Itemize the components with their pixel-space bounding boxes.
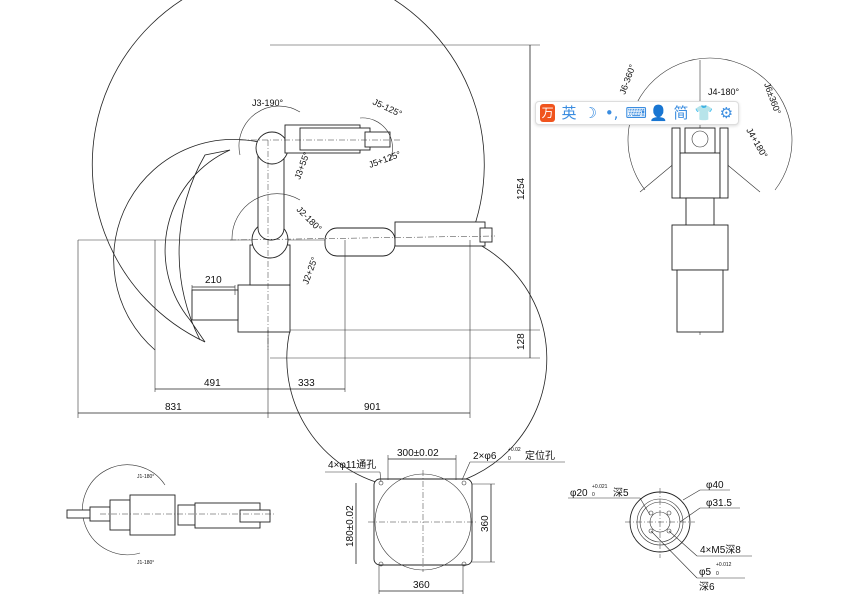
dim-height: 1254 <box>516 177 527 200</box>
label-j6-plus: J6±360° <box>762 81 783 116</box>
dim-base: 128 <box>516 333 527 350</box>
leader-line <box>379 471 382 483</box>
label-j3-minus: J3-190° <box>252 98 284 108</box>
mount-hole <box>461 480 467 486</box>
label-j3-plus: J3+55° <box>292 150 311 180</box>
centerline <box>229 235 496 241</box>
label-pin-depth: 深6 <box>699 581 715 593</box>
thread-hole <box>666 528 672 534</box>
label-j2-plus: J2+25° <box>300 255 319 285</box>
forearm-side <box>671 127 681 199</box>
label-pin-tol: +0.02 <box>508 447 521 453</box>
label-j4-plus: J4+180° <box>744 126 770 160</box>
forearm <box>679 152 721 199</box>
user-icon[interactable]: 👤 <box>649 104 668 122</box>
label-pin-suffix: 定位孔 <box>525 449 555 462</box>
forearm-alt-pose <box>324 227 396 257</box>
label-height: 360 <box>480 515 491 532</box>
label-pin-holes: 2×φ6 <box>473 451 497 462</box>
dim-total-back: 831 <box>165 402 182 413</box>
robot-base <box>129 494 176 536</box>
wrist-flange <box>684 127 716 154</box>
label-threads: 4×M5深8 <box>700 544 741 556</box>
j2-arc <box>231 193 301 241</box>
leader-line <box>679 507 701 523</box>
mount-hole <box>461 561 467 567</box>
robot-base <box>676 269 724 333</box>
gear-icon[interactable]: ⚙ <box>719 104 734 122</box>
leader-line <box>639 497 651 516</box>
shoulder <box>671 224 729 271</box>
label-through-holes: 4×φ11通孔 <box>328 459 376 471</box>
label-bore-tol: +0.021 <box>592 484 608 490</box>
label-j1-minus: J1-180° <box>137 474 154 480</box>
robot-base <box>237 284 291 333</box>
base-rear <box>109 499 131 531</box>
j2-range-arc <box>113 138 271 351</box>
label-j4-minus: J4-180° <box>708 87 740 97</box>
label-j6-minus: J6-360° <box>617 63 637 96</box>
leader-line <box>668 530 698 557</box>
cable <box>66 509 93 519</box>
dim-reach-back: 491 <box>204 378 221 389</box>
ime-language-toggle[interactable]: 英 <box>561 104 577 122</box>
thread-hole <box>666 510 672 516</box>
thread-hole <box>648 528 654 534</box>
ime-simplified-toggle[interactable]: 简 <box>673 104 689 122</box>
label-bore: φ20 <box>570 488 588 499</box>
label-width: 360 <box>413 580 430 591</box>
dim-offset: 210 <box>205 275 222 286</box>
label-pin-tol-low: 0 <box>508 456 511 462</box>
front-view: J6±360° J4-180° J4+180° J6-360° <box>617 57 793 335</box>
ime-logo-icon[interactable]: 万 <box>540 104 556 122</box>
label-outer-diameter: φ40 <box>706 480 724 491</box>
forearm-side <box>719 127 729 199</box>
label-pin-tol: +0.012 <box>716 562 732 568</box>
ime-toolbar: 万 英 ☽ •, ⌨ 👤 简 👕 ⚙ <box>535 101 739 125</box>
forearm-tube-alt-pose <box>394 221 486 247</box>
keyboard-icon[interactable]: ⌨ <box>625 104 647 122</box>
label-j5-plus: J5+125° <box>367 149 402 170</box>
top-view: J1-180° J1-180° <box>66 464 275 566</box>
moon-icon[interactable]: ☽ <box>583 104 598 122</box>
label-j2-minus: J2-180° <box>295 204 324 233</box>
j3-range-arc <box>286 239 548 489</box>
workspace-inner-arc <box>164 149 231 343</box>
label-bore-depth: 深5 <box>613 487 629 499</box>
j3-arc <box>238 105 301 156</box>
j5-arc <box>359 117 393 161</box>
side-view: 1254 128 J3-190° J5-125° J5+125° J3+55° … <box>77 0 548 489</box>
j1-arc <box>82 464 166 556</box>
cable-connector <box>191 289 239 321</box>
dim-total-front: 901 <box>364 402 381 413</box>
leader-line <box>461 461 471 481</box>
label-j5-minus: J5-125° <box>371 97 404 119</box>
flange-circle <box>691 130 709 148</box>
base-mounting-view: 4×φ11通孔 300±0.02 2×φ6 +0.02 0 定位孔 180±0.… <box>325 447 565 594</box>
forearm-tube <box>299 127 371 151</box>
leader-line <box>650 530 698 579</box>
label-bore-tol-low: 0 <box>592 492 595 498</box>
dim-reach-front: 333 <box>298 378 315 389</box>
j3-joint <box>255 131 289 165</box>
wrist <box>364 131 391 148</box>
flange-view: φ20 +0.021 0 深5 φ40 φ31.5 4×M5深8 φ5 +0.0… <box>568 480 752 593</box>
label-pin-tol-low: 0 <box>716 571 719 577</box>
mount-hole <box>378 561 384 567</box>
label-depth-tolerance: 180±0.02 <box>345 505 356 547</box>
label-j1-plus: J1-180° <box>137 560 154 566</box>
skin-icon[interactable]: 👕 <box>694 104 714 122</box>
label-width-tolerance: 300±0.02 <box>397 448 439 459</box>
j6-arc <box>627 57 793 191</box>
leader-line <box>682 489 701 501</box>
label-pin: φ5 <box>699 567 711 578</box>
wrist-alt-pose <box>479 227 493 243</box>
punctuation-icon[interactable]: •, <box>604 104 619 122</box>
label-pcd: φ31.5 <box>706 498 732 509</box>
wrist <box>239 509 271 523</box>
